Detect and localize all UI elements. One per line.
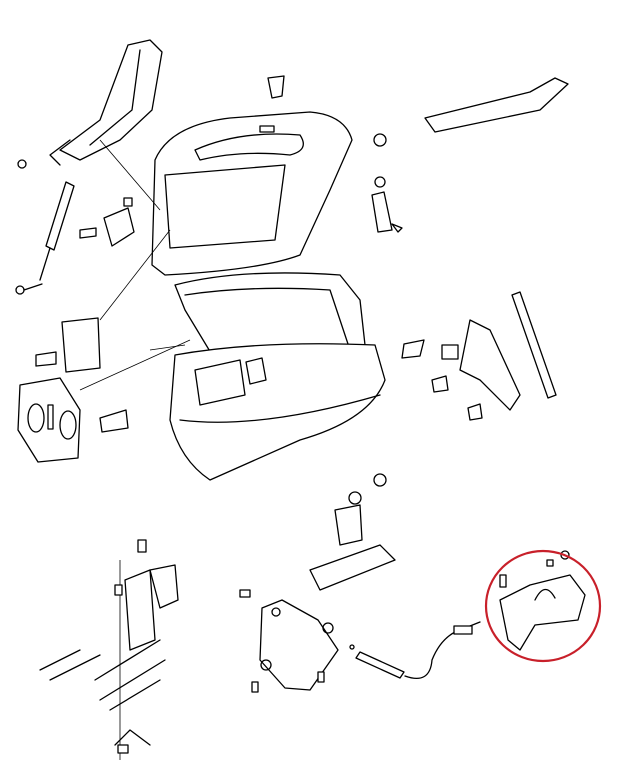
number-plate-light (17, 317, 129, 463)
tailgate (151, 111, 353, 276)
latch (239, 589, 339, 693)
gas-strut-right (511, 291, 557, 399)
gas-strut-left (15, 159, 75, 295)
lock-mechanism-left (39, 539, 179, 760)
tailgate-lock-assembly[interactable] (484, 549, 602, 663)
hinge-right (401, 291, 557, 421)
hinge-bracket (79, 197, 135, 247)
rear-window (164, 164, 286, 249)
rear-bumper (169, 343, 386, 481)
tailgate-strap (371, 176, 403, 233)
rear-body (169, 272, 386, 481)
release-cable (349, 621, 481, 680)
pillar-trim (49, 39, 163, 166)
leader-lines (79, 139, 191, 391)
release-handle (309, 473, 396, 591)
grommet (267, 75, 387, 147)
spoiler (424, 77, 569, 133)
highlight-circle (484, 549, 602, 663)
